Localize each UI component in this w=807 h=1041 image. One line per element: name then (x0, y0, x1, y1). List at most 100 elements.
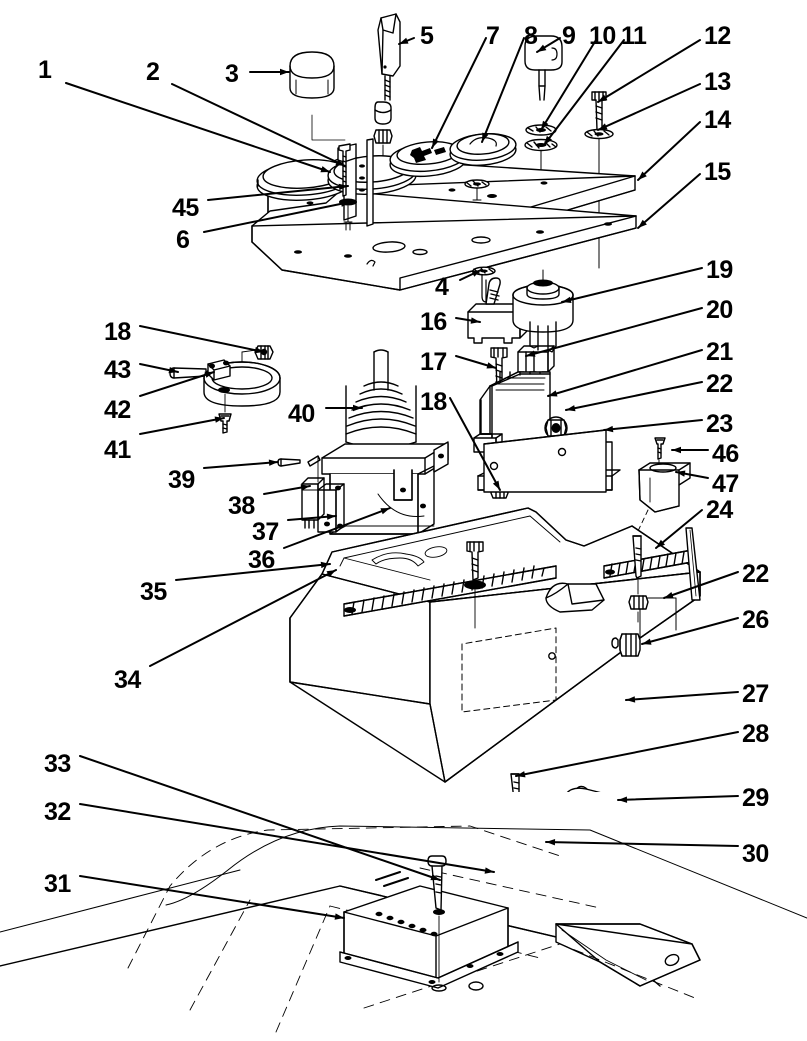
leader-line-24 (655, 509, 703, 549)
callout-number-16: 16 (420, 308, 447, 336)
leader-arrowhead-6 (340, 200, 350, 207)
leader-line-32 (79, 803, 495, 873)
leader-line-23 (603, 419, 703, 431)
callout-number-41: 41 (104, 436, 131, 464)
callout-number-11: 11 (621, 22, 647, 50)
part-24-screw (632, 535, 642, 579)
leader-line-21 (547, 349, 703, 397)
leader-line-6 (203, 201, 351, 233)
callout-number-6: 6 (176, 226, 190, 254)
part-34-console-housing (289, 507, 701, 783)
callout-number-42: 42 (104, 396, 131, 424)
callout-number-47: 47 (712, 470, 739, 498)
leader-arrowhead-45 (338, 183, 348, 191)
leader-arrowhead-37 (326, 513, 336, 520)
part-23-cover-panel (483, 429, 607, 493)
part-40-joystick-boot (345, 349, 417, 449)
leader-line-14 (637, 121, 701, 181)
leader-line-19 (561, 267, 703, 303)
leader-arrowhead-40 (353, 404, 362, 412)
callout-number-35: 35 (140, 578, 167, 606)
leader-line-20 (525, 307, 703, 357)
callout-number-18a: 18 (104, 318, 131, 346)
leader-line-7 (431, 37, 487, 149)
leader-arrowhead-16 (470, 317, 480, 324)
callout-number-43: 43 (104, 356, 131, 384)
leader-arrowhead-9 (537, 44, 547, 52)
callout-number-9: 9 (562, 22, 576, 50)
leader-arrowhead-43 (168, 367, 178, 374)
part-8-instrument-gauge (449, 133, 517, 166)
part-36-joystick-housing (321, 441, 449, 535)
part-47-latch-handle (638, 462, 691, 513)
leader-line-8 (481, 37, 525, 143)
leader-arrowhead-11 (544, 135, 552, 145)
leader-line-22a (565, 381, 703, 411)
callout-number-39: 39 (168, 466, 195, 494)
leader-arrowhead-21 (548, 390, 558, 397)
leader-arrowhead-1 (320, 166, 330, 173)
panel-washer-small (464, 179, 490, 201)
part-46-screw (654, 437, 666, 460)
leader-arrowhead-18a (254, 347, 264, 354)
part-6-lock-nut (373, 129, 393, 144)
part-16-toggle-switch (467, 277, 529, 344)
callout-number-10: 10 (589, 22, 616, 50)
leader-arrowhead-2 (335, 159, 345, 166)
callout-number-15: 15 (704, 158, 731, 186)
leader-line-18b (449, 397, 501, 491)
leader-arrowhead-8 (482, 132, 489, 142)
leader-line-1 (65, 82, 331, 173)
lever-mount-bracket (337, 138, 374, 231)
part-19-ignition-switch (512, 279, 574, 353)
leader-line-29 (617, 795, 739, 801)
leader-arrowhead-14 (638, 171, 647, 180)
leader-arrowhead-46 (672, 446, 681, 454)
callout-number-7: 7 (486, 22, 500, 50)
leader-arrowhead-22b (664, 592, 674, 598)
leader-line-12 (597, 39, 701, 103)
leader-line-18a (139, 325, 265, 353)
part-26-bolt (611, 633, 641, 657)
leader-line-2 (171, 83, 346, 167)
callout-number-22b: 22 (742, 560, 769, 588)
leader-line-30 (545, 841, 739, 847)
callout-number-33: 33 (44, 750, 71, 778)
leader-arrowhead-10 (541, 120, 549, 130)
leader-arrowhead-41 (214, 416, 224, 423)
part-3-knob-cap (289, 51, 335, 99)
callout-number-38: 38 (228, 492, 255, 520)
part-39-screw (277, 458, 301, 467)
leader-line-39 (203, 461, 279, 469)
leader-line-35 (175, 563, 331, 581)
callout-number-46: 46 (712, 440, 739, 468)
leader-arrowhead-18b (492, 480, 500, 490)
part-33-mounting-screw (427, 855, 447, 992)
leader-line-26 (641, 617, 739, 645)
callout-number-24: 24 (706, 496, 733, 524)
callout-number-31: 31 (44, 870, 71, 898)
callout-number-1: 1 (38, 56, 52, 84)
callout-number-23: 23 (706, 410, 733, 438)
leader-arrowhead-30 (546, 839, 556, 846)
leader-line-31 (79, 875, 345, 919)
leader-arrowhead-28 (516, 771, 526, 778)
leader-line-27 (625, 691, 739, 701)
callout-number-13: 13 (704, 68, 731, 96)
leader-line-13 (597, 83, 701, 131)
callout-number-28: 28 (742, 720, 769, 748)
callout-number-12: 12 (704, 22, 731, 50)
leader-arrowhead-26 (642, 638, 652, 645)
callout-number-5: 5 (420, 22, 434, 50)
leader-line-15 (637, 173, 701, 229)
leader-line-10 (540, 39, 597, 131)
leader-arrowhead-17 (486, 362, 496, 369)
leader-arrowhead-20 (526, 350, 536, 357)
part-5-lever-grip (377, 13, 401, 101)
part-13-washer (584, 128, 614, 140)
callout-number-8: 8 (524, 22, 538, 50)
leader-arrowhead-31 (334, 913, 344, 920)
callout-number-29: 29 (742, 784, 769, 812)
